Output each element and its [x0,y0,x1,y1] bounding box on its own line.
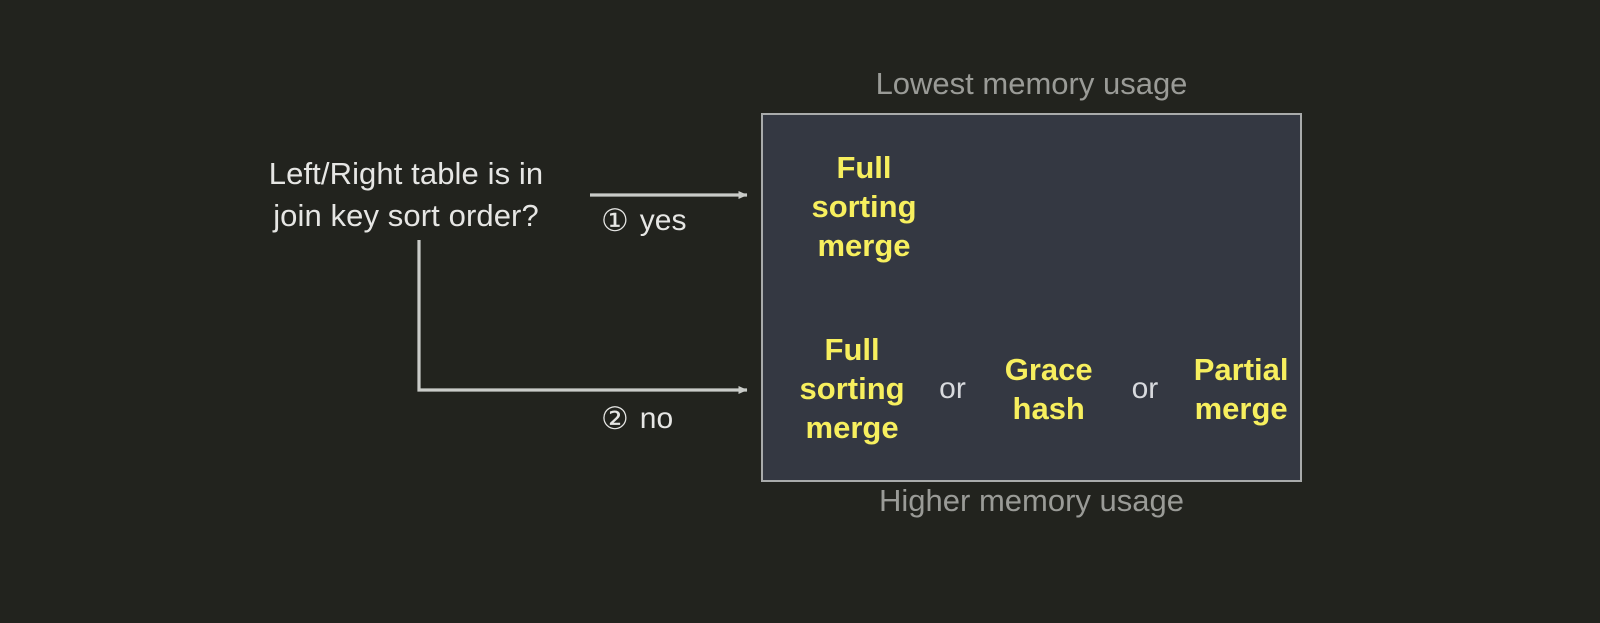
separator-or-1: or [939,371,966,405]
branch-label-yes: ① yes [601,205,686,236]
option-full-sorting-merge-top: Full sorting merge [811,149,917,263]
option-grace-hash: Grace hash [1004,351,1093,426]
outcome-row-sorted: Full sorting merge [763,115,1300,298]
branch-text-yes: yes [639,203,687,237]
caption-lowest-memory: Lowest memory usage [875,66,1188,101]
branch-marker-1: ① [601,203,629,238]
outcome-row-unsorted: Full sorting merge or Grace hash or Part… [763,298,1300,481]
branch-marker-2: ② [601,401,629,436]
decision-question: Left/Right table is in join key sort ord… [268,156,544,233]
separator-or-2: or [1131,371,1159,405]
connector-no [417,240,748,394]
branch-label-no: ② no [601,403,673,434]
branch-text-no: no [639,401,674,435]
option-full-sorting-merge-bottom: Full sorting merge [799,332,905,446]
outcome-panel: Full sorting merge Full sorting merge or… [761,113,1302,482]
option-partial-merge: Partial merge [1193,351,1289,426]
caption-higher-memory: Higher memory usage [879,483,1184,518]
